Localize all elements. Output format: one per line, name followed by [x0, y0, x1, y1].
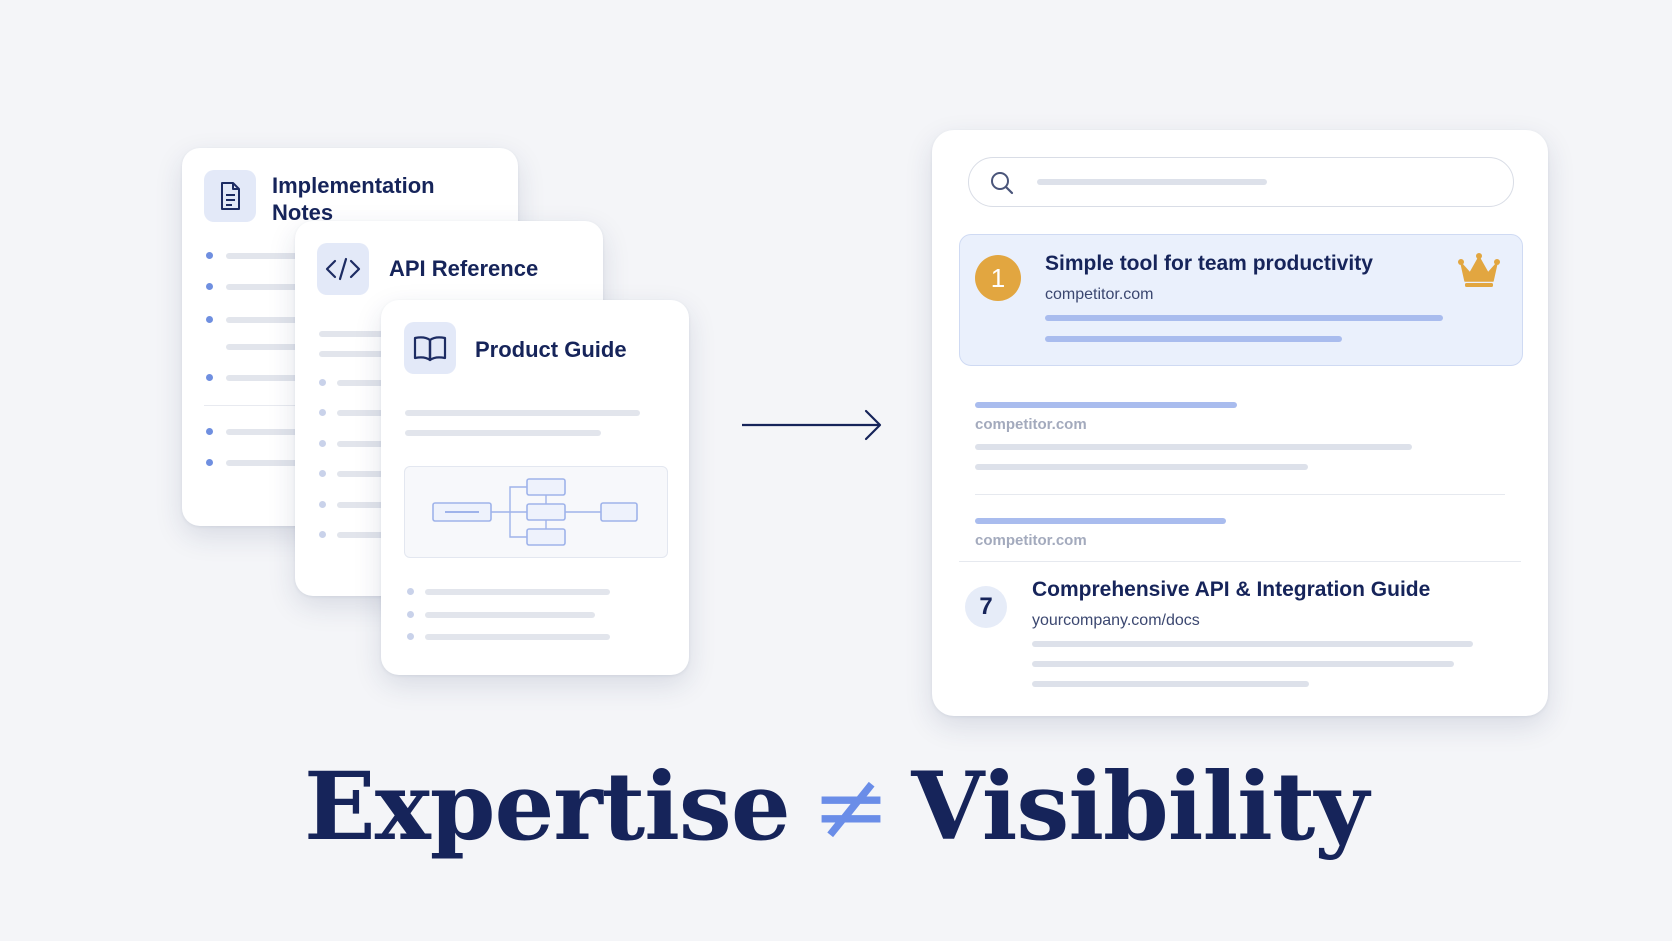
- doc-title: Implementation Notes: [272, 173, 435, 225]
- divider: [959, 561, 1521, 562]
- text-line: [405, 410, 640, 416]
- text-line: [226, 253, 306, 259]
- bullet: [319, 379, 326, 386]
- text-line: [226, 284, 306, 290]
- doc-icon-box: [317, 243, 369, 295]
- text-line: [337, 532, 387, 538]
- bullet: [206, 374, 213, 381]
- snippet-line: [975, 464, 1308, 470]
- document-icon: [221, 182, 240, 210]
- doc-card-product-guide: Product Guide: [381, 300, 689, 675]
- snippet-line: [1045, 336, 1342, 342]
- snippet-line: [1045, 315, 1443, 321]
- result-url: competitor.com: [975, 416, 1087, 433]
- result-url: yourcompany.com/docs: [1032, 612, 1200, 629]
- result-url: competitor.com: [975, 532, 1087, 549]
- flowchart-graphic: [432, 478, 638, 546]
- snippet-line: [1032, 681, 1309, 687]
- result-title[interactable]: Simple tool for team productivity: [1045, 252, 1373, 275]
- rank-badge-gold: 1: [975, 255, 1021, 301]
- search-result[interactable]: competitor.com: [975, 402, 1515, 482]
- bullet: [206, 252, 213, 259]
- result-url: competitor.com: [1045, 286, 1154, 303]
- bullet: [319, 501, 326, 508]
- bullet: [319, 409, 326, 416]
- text-line: [405, 430, 601, 436]
- text-line: [226, 344, 306, 350]
- crown-icon: [1458, 253, 1500, 287]
- result-title-bar: [975, 518, 1226, 524]
- text-line: [425, 612, 595, 618]
- text-line: [226, 429, 306, 435]
- bullet: [206, 283, 213, 290]
- bullet: [319, 531, 326, 538]
- not-equal-symbol: ≠: [811, 753, 891, 862]
- search-placeholder-bar: [1037, 179, 1267, 185]
- bullet: [319, 440, 326, 447]
- text-line: [226, 460, 306, 466]
- diagram-thumbnail: [404, 466, 668, 558]
- rank-number: 1: [990, 262, 1006, 293]
- divider: [975, 494, 1505, 495]
- text-line: [226, 317, 306, 323]
- top-search-result[interactable]: 1 Simple tool for team productivity comp…: [959, 234, 1523, 366]
- rank-number: 7: [979, 593, 993, 620]
- text-line: [337, 502, 387, 508]
- divider: [204, 405, 314, 406]
- text-line: [337, 410, 387, 416]
- text-line: [319, 331, 389, 337]
- text-line: [425, 589, 610, 595]
- bullet: [206, 459, 213, 466]
- text-line: [425, 634, 610, 640]
- search-results-panel: 1 Simple tool for team productivity comp…: [932, 130, 1548, 716]
- doc-title: API Reference: [389, 256, 539, 281]
- bullet: [407, 633, 414, 640]
- text-line: [319, 351, 389, 357]
- search-icon: [991, 172, 1014, 195]
- headline-right: Visibility: [911, 752, 1369, 862]
- snippet-line: [1032, 661, 1454, 667]
- bullet: [319, 470, 326, 477]
- text-line: [226, 375, 306, 381]
- bullet: [407, 588, 414, 595]
- rank-badge: 7: [965, 586, 1007, 628]
- bullet: [407, 611, 414, 618]
- code-icon: [325, 257, 361, 281]
- doc-icon-box: [204, 170, 256, 222]
- text-line: [337, 471, 387, 477]
- doc-icon-box: [404, 322, 456, 374]
- text-line: [337, 380, 387, 386]
- search-bar[interactable]: [968, 157, 1514, 207]
- snippet-line: [1032, 641, 1473, 647]
- text-line: [337, 441, 387, 447]
- result-title[interactable]: Comprehensive API & Integration Guide: [1032, 578, 1431, 601]
- result-title-bar: [975, 402, 1237, 408]
- book-icon: [413, 336, 447, 362]
- headline-left: Expertise: [304, 752, 791, 862]
- own-search-result[interactable]: 7 Comprehensive API & Integration Guide …: [965, 574, 1525, 704]
- doc-title: Product Guide: [475, 337, 627, 362]
- right-arrow-icon: [742, 409, 882, 441]
- bullet: [206, 428, 213, 435]
- snippet-line: [975, 444, 1412, 450]
- search-result[interactable]: competitor.com: [975, 518, 1515, 558]
- headline: Expertise≠Visibility: [0, 752, 1672, 863]
- bullet: [206, 316, 213, 323]
